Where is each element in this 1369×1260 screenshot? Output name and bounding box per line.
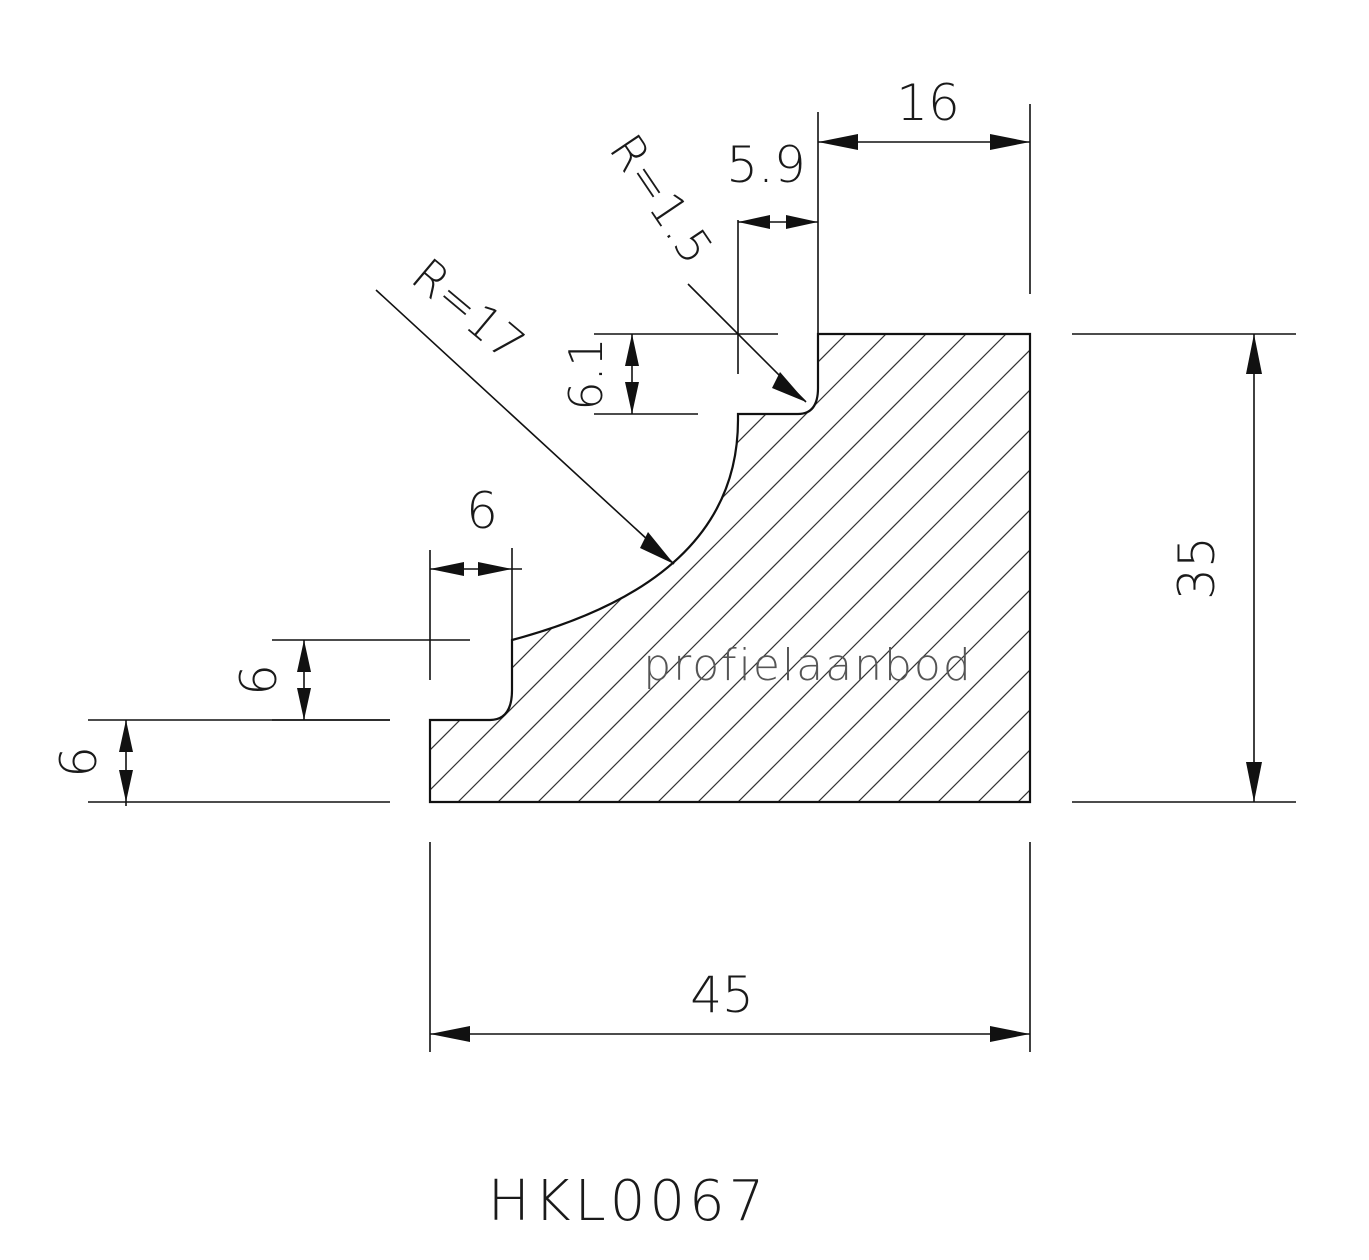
hatch-line — [759, 334, 1030, 802]
dimension-step-bottom-height: 6 — [230, 639, 470, 721]
hatch-line — [1360, 300, 1369, 900]
top-width-label: 16 — [896, 74, 960, 132]
hatch-line — [479, 334, 1030, 802]
hatch-line — [1120, 300, 1369, 900]
step-top-label: 5.9 — [726, 136, 806, 194]
width-label: 45 — [690, 966, 754, 1024]
dimension-step-top: 5.9 — [726, 136, 818, 374]
dimension-width: 45 — [429, 842, 1031, 1052]
hatch-line — [959, 334, 1030, 802]
dimension-height: 35 — [1072, 333, 1296, 803]
base-height-label: 6 — [50, 746, 108, 778]
hatch-line — [439, 334, 1030, 802]
hatch-line — [1240, 300, 1369, 900]
hatch-line — [1280, 300, 1369, 900]
hatch-pattern — [430, 300, 1369, 900]
hatch-line — [879, 334, 1030, 802]
hatch-line — [719, 334, 1030, 802]
hatch-line — [919, 334, 1030, 802]
dimension-base-height: 6 — [50, 719, 390, 806]
hatch-line — [430, 334, 641, 802]
hatch-line — [799, 334, 1030, 802]
height-label: 35 — [1168, 536, 1226, 600]
hatch-line — [430, 334, 801, 802]
hatch-line — [430, 334, 761, 802]
step-bottom-height-label: 6 — [230, 664, 288, 696]
hatch-line — [519, 334, 1030, 802]
hatch-line — [599, 334, 1030, 802]
hatch-line — [430, 334, 601, 802]
hatch-line — [430, 334, 1001, 802]
step-bottom-width-label: 6 — [466, 482, 498, 540]
dimension-radius-large: R=17 — [375, 248, 675, 565]
radius-large-label: R=17 — [402, 248, 536, 372]
hatch-line — [1320, 300, 1369, 900]
drawing-code: HKL0067 — [488, 1169, 769, 1234]
watermark-text: profielaanbod — [643, 640, 973, 691]
profile-outline — [428, 332, 1032, 804]
dimension-step-bottom-width: 6 — [429, 482, 522, 680]
hatch-line — [639, 334, 1030, 802]
hatch-line — [839, 334, 1030, 802]
dimension-step-top-height: 6.1 — [559, 333, 778, 415]
dimension-top-width: 16 — [817, 74, 1031, 334]
hatch-line — [679, 334, 1030, 802]
hatch-line — [559, 334, 1030, 802]
step-top-height-label: 6.1 — [559, 337, 613, 410]
hatch-line — [430, 334, 961, 802]
hatch-line — [430, 334, 841, 802]
radius-small-label: R=1.5 — [599, 124, 724, 273]
